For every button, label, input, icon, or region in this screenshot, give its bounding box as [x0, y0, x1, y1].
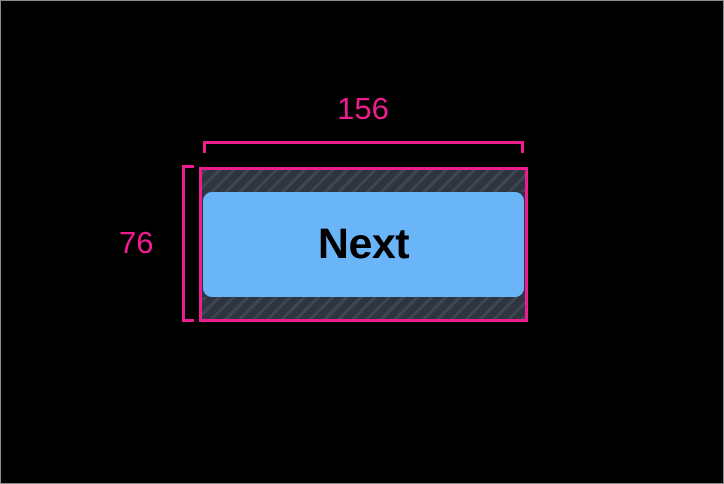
- inspected-element-highlight[interactable]: Next: [199, 167, 528, 322]
- height-dimension-label: 76: [119, 225, 154, 260]
- height-dimension-bracket: [182, 165, 194, 322]
- padding-region-bottom: [202, 297, 525, 319]
- width-dimension-bracket: [203, 141, 524, 153]
- next-button-label: Next: [317, 220, 410, 268]
- next-button[interactable]: Next: [203, 192, 524, 297]
- width-dimension-label: 156: [337, 91, 389, 126]
- padding-region-top: [202, 170, 525, 192]
